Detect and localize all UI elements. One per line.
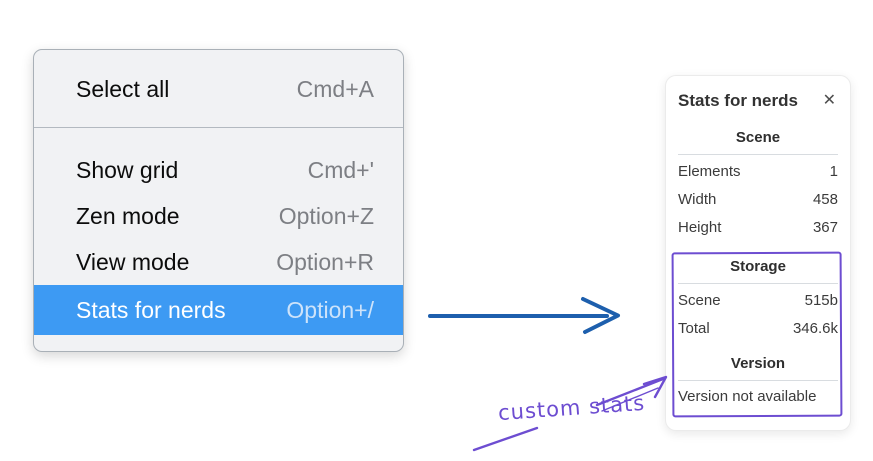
annotation-label: custom stats (497, 390, 646, 426)
section-divider (678, 380, 838, 381)
stat-value: 367 (812, 218, 838, 236)
menu-item-shortcut: Option+R (276, 248, 374, 275)
stat-value: 1 (829, 162, 838, 180)
menu-item-label: Show grid (76, 156, 179, 183)
stat-row-scene-storage: Scene 515b (678, 286, 838, 314)
stat-row-total-storage: Total 346.6k (678, 314, 838, 342)
menu-item-select-all[interactable]: Select all Cmd+A (34, 66, 403, 112)
section-divider (678, 154, 838, 155)
flow-arrow (428, 297, 620, 334)
stat-label: Width (678, 190, 717, 208)
version-note: Version not available (678, 388, 817, 405)
menu-item-shortcut: Cmd+A (296, 75, 374, 102)
stat-label: Height (678, 218, 722, 236)
menu-item-shortcut: Cmd+' (307, 156, 374, 183)
menu-section-main: Show grid Cmd+' Zen mode Option+Z View m… (34, 128, 403, 349)
stat-value: 346.6k (792, 319, 838, 337)
menu-separator (34, 127, 403, 128)
menu-item-stats-for-nerds[interactable]: Stats for nerds Option+/ (34, 285, 403, 335)
menu-item-zen-mode[interactable]: Zen mode Option+Z (34, 193, 403, 239)
stat-value: 458 (812, 190, 838, 208)
close-icon[interactable]: ✕ (822, 92, 836, 109)
menu-item-view-mode[interactable]: View mode Option+R (34, 239, 403, 285)
stat-label: Scene (678, 291, 721, 309)
section-heading-version: Version (730, 355, 786, 372)
menu-item-label: Zen mode (76, 202, 180, 229)
panel-title: Stats for nerds (678, 91, 798, 110)
section-heading-scene: Scene (735, 129, 781, 146)
menu-item-label: View mode (76, 248, 190, 275)
stat-label: Total (678, 319, 710, 337)
section-heading-storage: Storage (730, 258, 786, 275)
stat-row-elements: Elements 1 (678, 157, 838, 185)
menu-item-label: Stats for nerds (76, 296, 226, 323)
menu-item-shortcut: Option+Z (278, 202, 374, 229)
context-menu: Select all Cmd+A Show grid Cmd+' Zen mod… (33, 49, 404, 352)
stat-value: 515b (804, 291, 838, 309)
annotation-arrow (472, 375, 668, 452)
menu-item-shortcut: Option+/ (286, 296, 374, 323)
stats-panel-header: Stats for nerds ✕ (678, 88, 838, 114)
stats-panel: Stats for nerds ✕ Scene Elements 1 Width… (665, 75, 851, 431)
menu-section-top: Select all Cmd+A (34, 50, 403, 127)
stat-label: Elements (678, 162, 741, 180)
menu-item-label: Select all (76, 75, 170, 102)
section-divider (678, 283, 838, 284)
stat-row-height: Height 367 (678, 213, 838, 241)
stat-row-width: Width 458 (678, 185, 838, 213)
menu-item-show-grid[interactable]: Show grid Cmd+' (34, 147, 403, 193)
